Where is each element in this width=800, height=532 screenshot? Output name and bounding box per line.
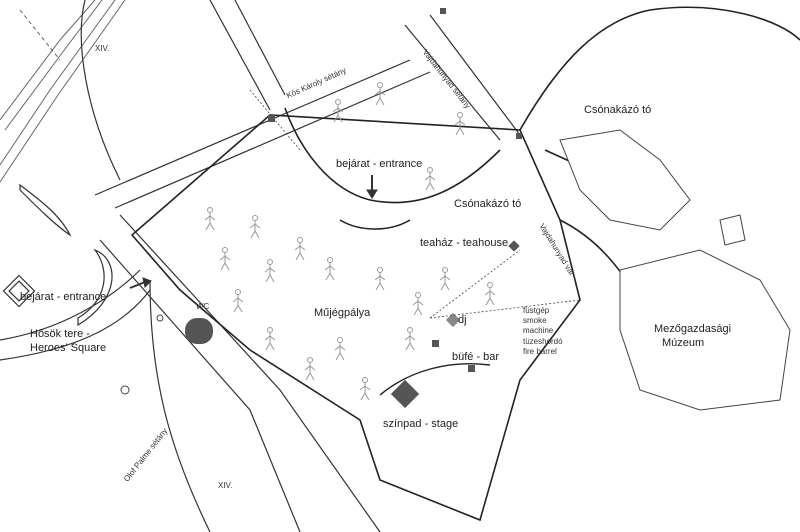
wc-label: WC <box>196 302 210 311</box>
district-label-top: XIV. <box>95 44 110 53</box>
skater-figures <box>204 82 496 401</box>
museum-buildings <box>559 129 791 411</box>
smoke-machine-label-1: füstgép <box>523 306 550 315</box>
rink-objects <box>185 8 522 409</box>
entrance-arrows <box>129 175 378 289</box>
lake-label-2: Csónakázó tó <box>454 198 522 210</box>
heroes-square-label-1: Hősök tere - <box>30 328 90 340</box>
heroes-square-shapes <box>2 183 113 327</box>
museum-label-1: Mezőgazdasági <box>654 323 732 335</box>
entrance-north-label: bejárat - entrance <box>336 158 423 170</box>
ice-rink-boundary <box>130 107 581 522</box>
stage-arc <box>379 363 491 396</box>
dotted-lines <box>249 89 581 319</box>
fire-barrel-label-1: tüzeshordó <box>523 337 563 346</box>
heroes-square-label-2: Heroes' Square <box>30 342 107 354</box>
ice-rink-label: Műjégpálya <box>314 307 371 319</box>
lake-label-1: Csónakázó tó <box>584 104 652 116</box>
roads <box>0 0 521 532</box>
district-label-bottom: XIV. <box>218 481 233 490</box>
railway-lines <box>0 0 126 183</box>
stage-label: színpad - stage <box>383 418 459 430</box>
smoke-machine-label-3: machine <box>523 326 554 335</box>
entrance-west-label: bejárat - entrance <box>20 291 107 303</box>
dj-label: dj <box>458 314 467 326</box>
teahouse-label: teaház - teahouse <box>420 237 509 249</box>
museum-label-2: Múzeum <box>662 337 705 349</box>
smoke-machine-label-2: smoke <box>523 316 547 325</box>
bar-label: büfé - bar <box>452 351 500 363</box>
fire-barrel-label-2: fire barrel <box>523 347 557 356</box>
misc-markers <box>120 314 164 395</box>
